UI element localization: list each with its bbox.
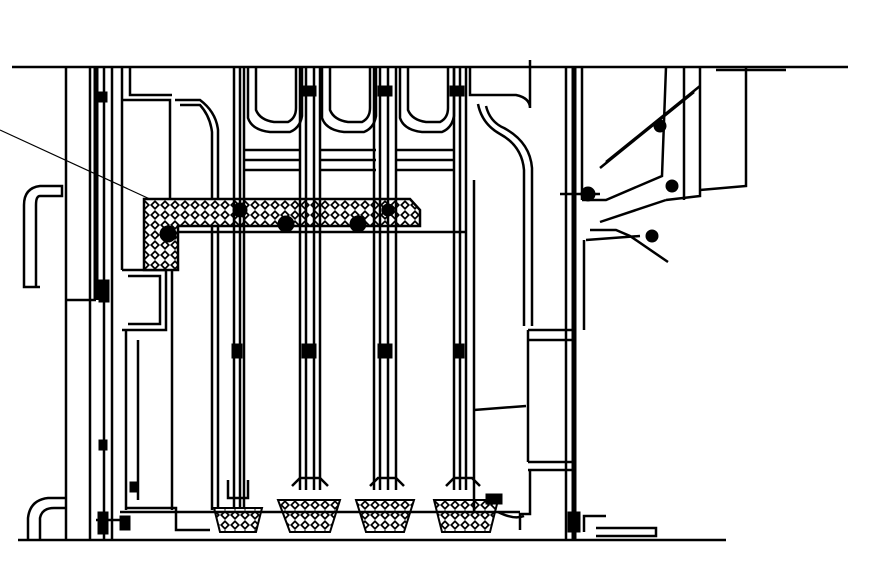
right-inner-wall: [468, 60, 572, 530]
tube-4: [449, 67, 468, 490]
leader-line: [0, 129, 153, 201]
tube-3: [372, 67, 456, 490]
hatched-seal-plate: [142, 197, 422, 272]
left-handle: [22, 184, 64, 289]
tube-2: [298, 67, 378, 490]
bottom-fittings: [120, 476, 520, 533]
left-bottom-foot: [26, 496, 66, 540]
right-bracket-assembly: [560, 66, 786, 264]
right-wall: [564, 67, 586, 540]
left-wall: [64, 67, 124, 540]
tube-1: [231, 67, 304, 510]
left-base: [96, 506, 210, 535]
bottom-right-clip: [582, 514, 658, 538]
inner-left-column: [122, 67, 220, 510]
